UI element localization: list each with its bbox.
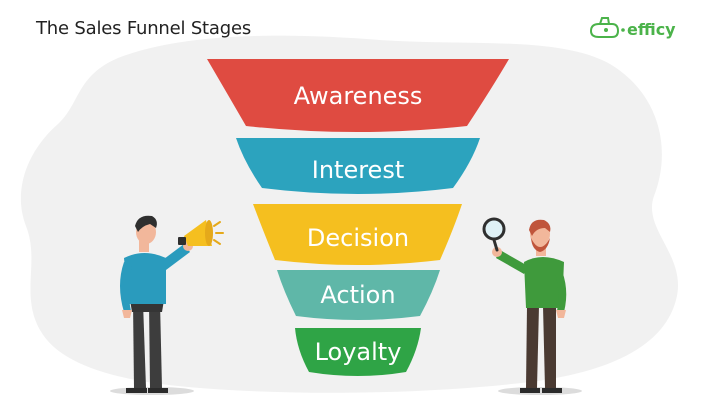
funnel-stage-loyalty-label: Loyalty <box>315 338 402 366</box>
funnel-stage-interest: Interest <box>236 138 480 194</box>
submarine-icon <box>589 17 620 38</box>
person-with-megaphone <box>120 215 224 393</box>
megaphone-icon <box>178 220 224 246</box>
funnel-stage-interest-label: Interest <box>312 156 404 184</box>
brand-name: efficy <box>627 20 676 39</box>
magnifying-glass-icon <box>482 217 506 252</box>
page-title: The Sales Funnel Stages <box>36 18 252 39</box>
funnel-stage-action: Action <box>277 270 440 320</box>
funnel-stage-loyalty: Loyalty <box>295 328 421 376</box>
funnel-stage-decision-label: Decision <box>307 224 409 252</box>
person-with-magnifying-glass <box>482 217 567 393</box>
funnel-stage-awareness-label: Awareness <box>294 82 423 110</box>
funnel-stage-decision: Decision <box>253 204 462 265</box>
brand-logo: efficy <box>589 13 680 41</box>
funnel-stage-action-label: Action <box>320 281 395 309</box>
brand-logo-graphic: efficy <box>589 17 676 39</box>
funnel-stage-awareness: Awareness <box>207 59 509 132</box>
